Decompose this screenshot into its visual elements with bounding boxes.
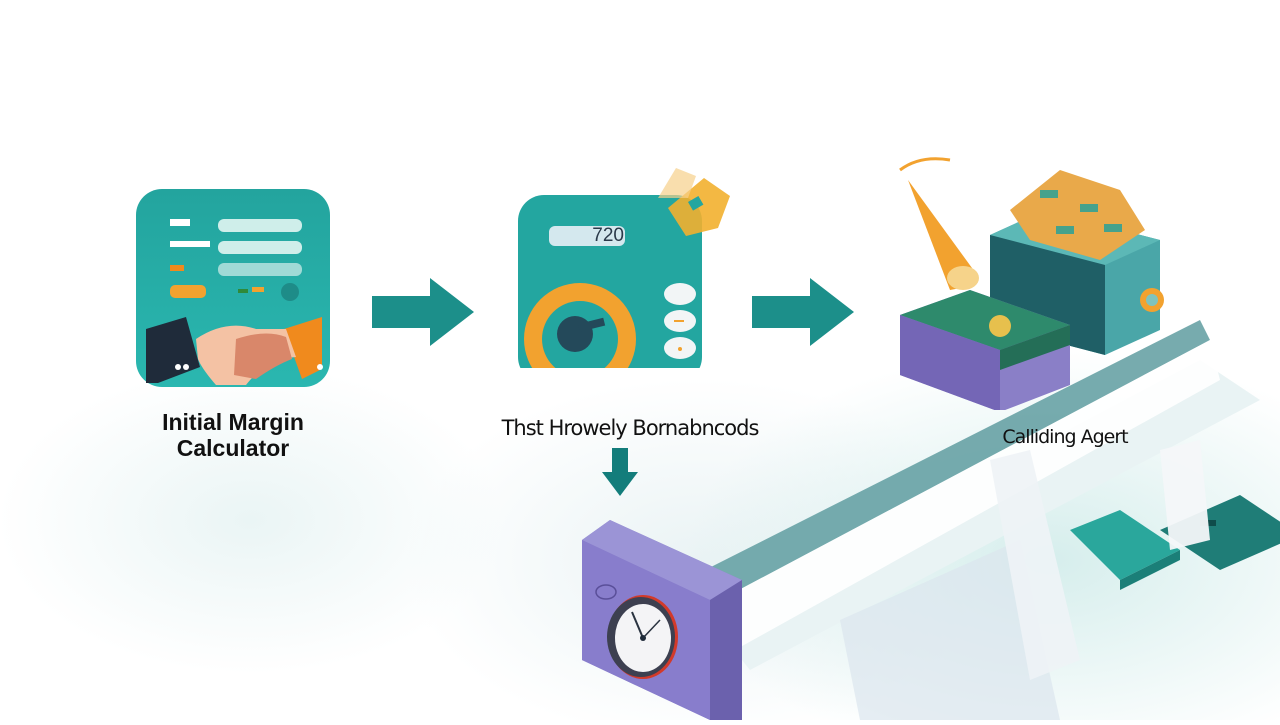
gauge-box-icon <box>582 520 742 720</box>
calculator-gear-icon <box>518 168 730 395</box>
handshake-calculator-icon <box>136 189 330 387</box>
money-box-megaphone-icon <box>899 157 1164 412</box>
node-initial-margin-calculator: Initial Margin Calculator <box>136 189 330 461</box>
node-calculating-agent: Calliding Agert <box>860 150 1180 470</box>
calculator-display: 720 <box>592 225 624 246</box>
node-gauge-box <box>582 520 742 720</box>
node-label: Initial Margin Calculator <box>96 409 370 461</box>
label-line-1: Initial Margin <box>162 409 304 435</box>
node-label: Thst Hrowely Bornabncods <box>501 416 760 440</box>
node-label: Calliding Agert <box>1002 426 1128 448</box>
arrow-right-2 <box>752 278 856 348</box>
label-line-2: Calculator <box>176 435 290 461</box>
conveyor-structure <box>705 320 1280 720</box>
arrow-down <box>600 448 640 498</box>
arrow-right-1 <box>372 278 476 348</box>
node-calculator-gear: 720 Thst Hrowely Bornabncods <box>502 158 759 458</box>
